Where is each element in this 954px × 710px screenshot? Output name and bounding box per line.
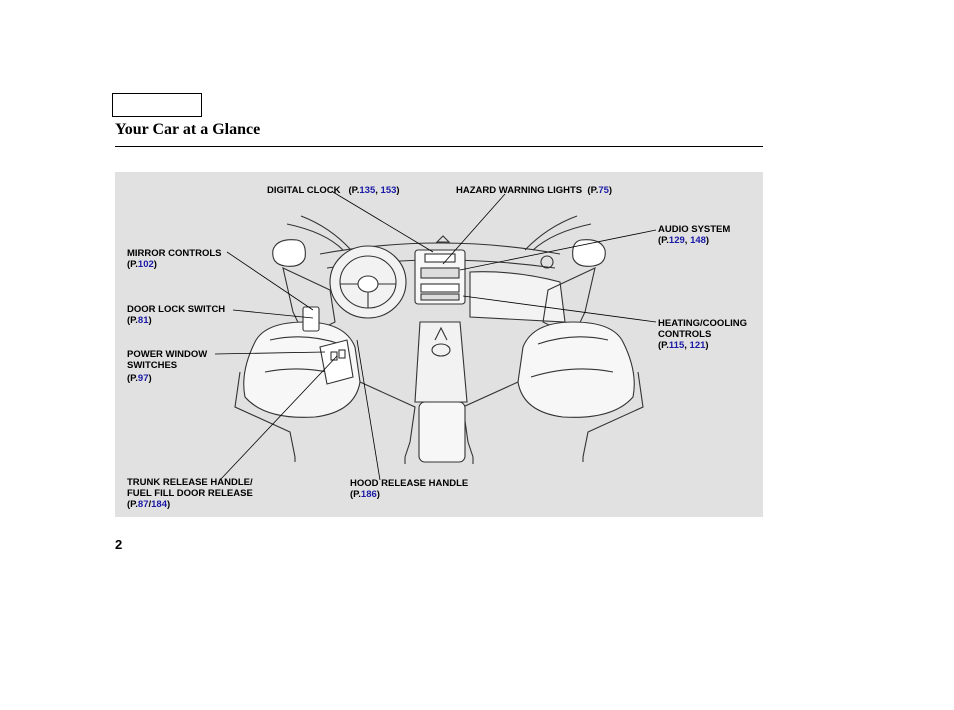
callout-label: FUEL FILL DOOR RELEASE bbox=[127, 488, 253, 499]
page-link[interactable]: 97 bbox=[137, 373, 149, 384]
page-link[interactable]: 153 bbox=[380, 185, 397, 196]
callout-label: CONTROLS bbox=[658, 329, 712, 340]
page-link[interactable]: 184 bbox=[151, 499, 167, 510]
callout-label: MIRROR CONTROLS bbox=[127, 248, 222, 259]
page-link[interactable]: 121 bbox=[689, 340, 706, 351]
page-title: Your Car at a Glance bbox=[115, 121, 261, 138]
callout-label: DOOR LOCK SWITCH bbox=[127, 304, 226, 315]
callout-leader-lines bbox=[214, 191, 657, 481]
callout-mirror-controls: MIRROR CONTROLS (P.102) bbox=[127, 248, 222, 270]
section-tab-box bbox=[112, 93, 202, 117]
page-link[interactable]: 75 bbox=[598, 185, 609, 196]
callout-hazard-lights: HAZARD WARNING LIGHTS (P.75) bbox=[456, 185, 613, 196]
callout-label: DIGITAL CLOCK bbox=[267, 185, 341, 196]
interior-illustration bbox=[234, 215, 644, 464]
callout-label: TRUNK RELEASE HANDLE/ bbox=[127, 477, 253, 488]
callout-label: HAZARD WARNING LIGHTS bbox=[456, 185, 583, 196]
page-link[interactable]: 186 bbox=[360, 489, 377, 500]
page-link[interactable]: 129 bbox=[668, 235, 685, 246]
page-link[interactable]: 148 bbox=[690, 235, 706, 246]
page-link[interactable]: 102 bbox=[137, 259, 154, 270]
page-link[interactable]: 81 bbox=[137, 315, 149, 326]
page-number: 2 bbox=[115, 537, 123, 552]
title-rule bbox=[115, 146, 763, 147]
car-interior-figure: DIGITAL CLOCK (P.135, 153) HAZARD WARNIN… bbox=[115, 172, 763, 517]
callout-heating-cooling: HEATING/COOLING CONTROLS (P.115, 121) bbox=[658, 318, 748, 351]
callout-label: HEATING/COOLING bbox=[658, 318, 748, 329]
callout-label: SWITCHES bbox=[127, 360, 178, 371]
page-link[interactable]: 115 bbox=[668, 340, 685, 351]
callout-label: HOOD RELEASE HANDLE bbox=[350, 478, 469, 489]
page-link[interactable]: 87 bbox=[137, 499, 149, 510]
callout-label: POWER WINDOW bbox=[127, 349, 208, 360]
callout-power-window: POWER WINDOW SWITCHES (P.97) bbox=[127, 349, 208, 384]
callout-trunk-release: TRUNK RELEASE HANDLE/ FUEL FILL DOOR REL… bbox=[127, 477, 253, 510]
page-link[interactable]: 135 bbox=[359, 185, 376, 196]
callout-hood-release: HOOD RELEASE HANDLE (P.186) bbox=[350, 478, 469, 500]
callout-door-lock-switch: DOOR LOCK SWITCH (P.81) bbox=[127, 304, 226, 326]
callout-label: AUDIO SYSTEM bbox=[658, 224, 731, 235]
callout-audio-system: AUDIO SYSTEM (P.129, 148) bbox=[658, 224, 731, 246]
callout-digital-clock: DIGITAL CLOCK (P.135, 153) bbox=[267, 185, 400, 196]
